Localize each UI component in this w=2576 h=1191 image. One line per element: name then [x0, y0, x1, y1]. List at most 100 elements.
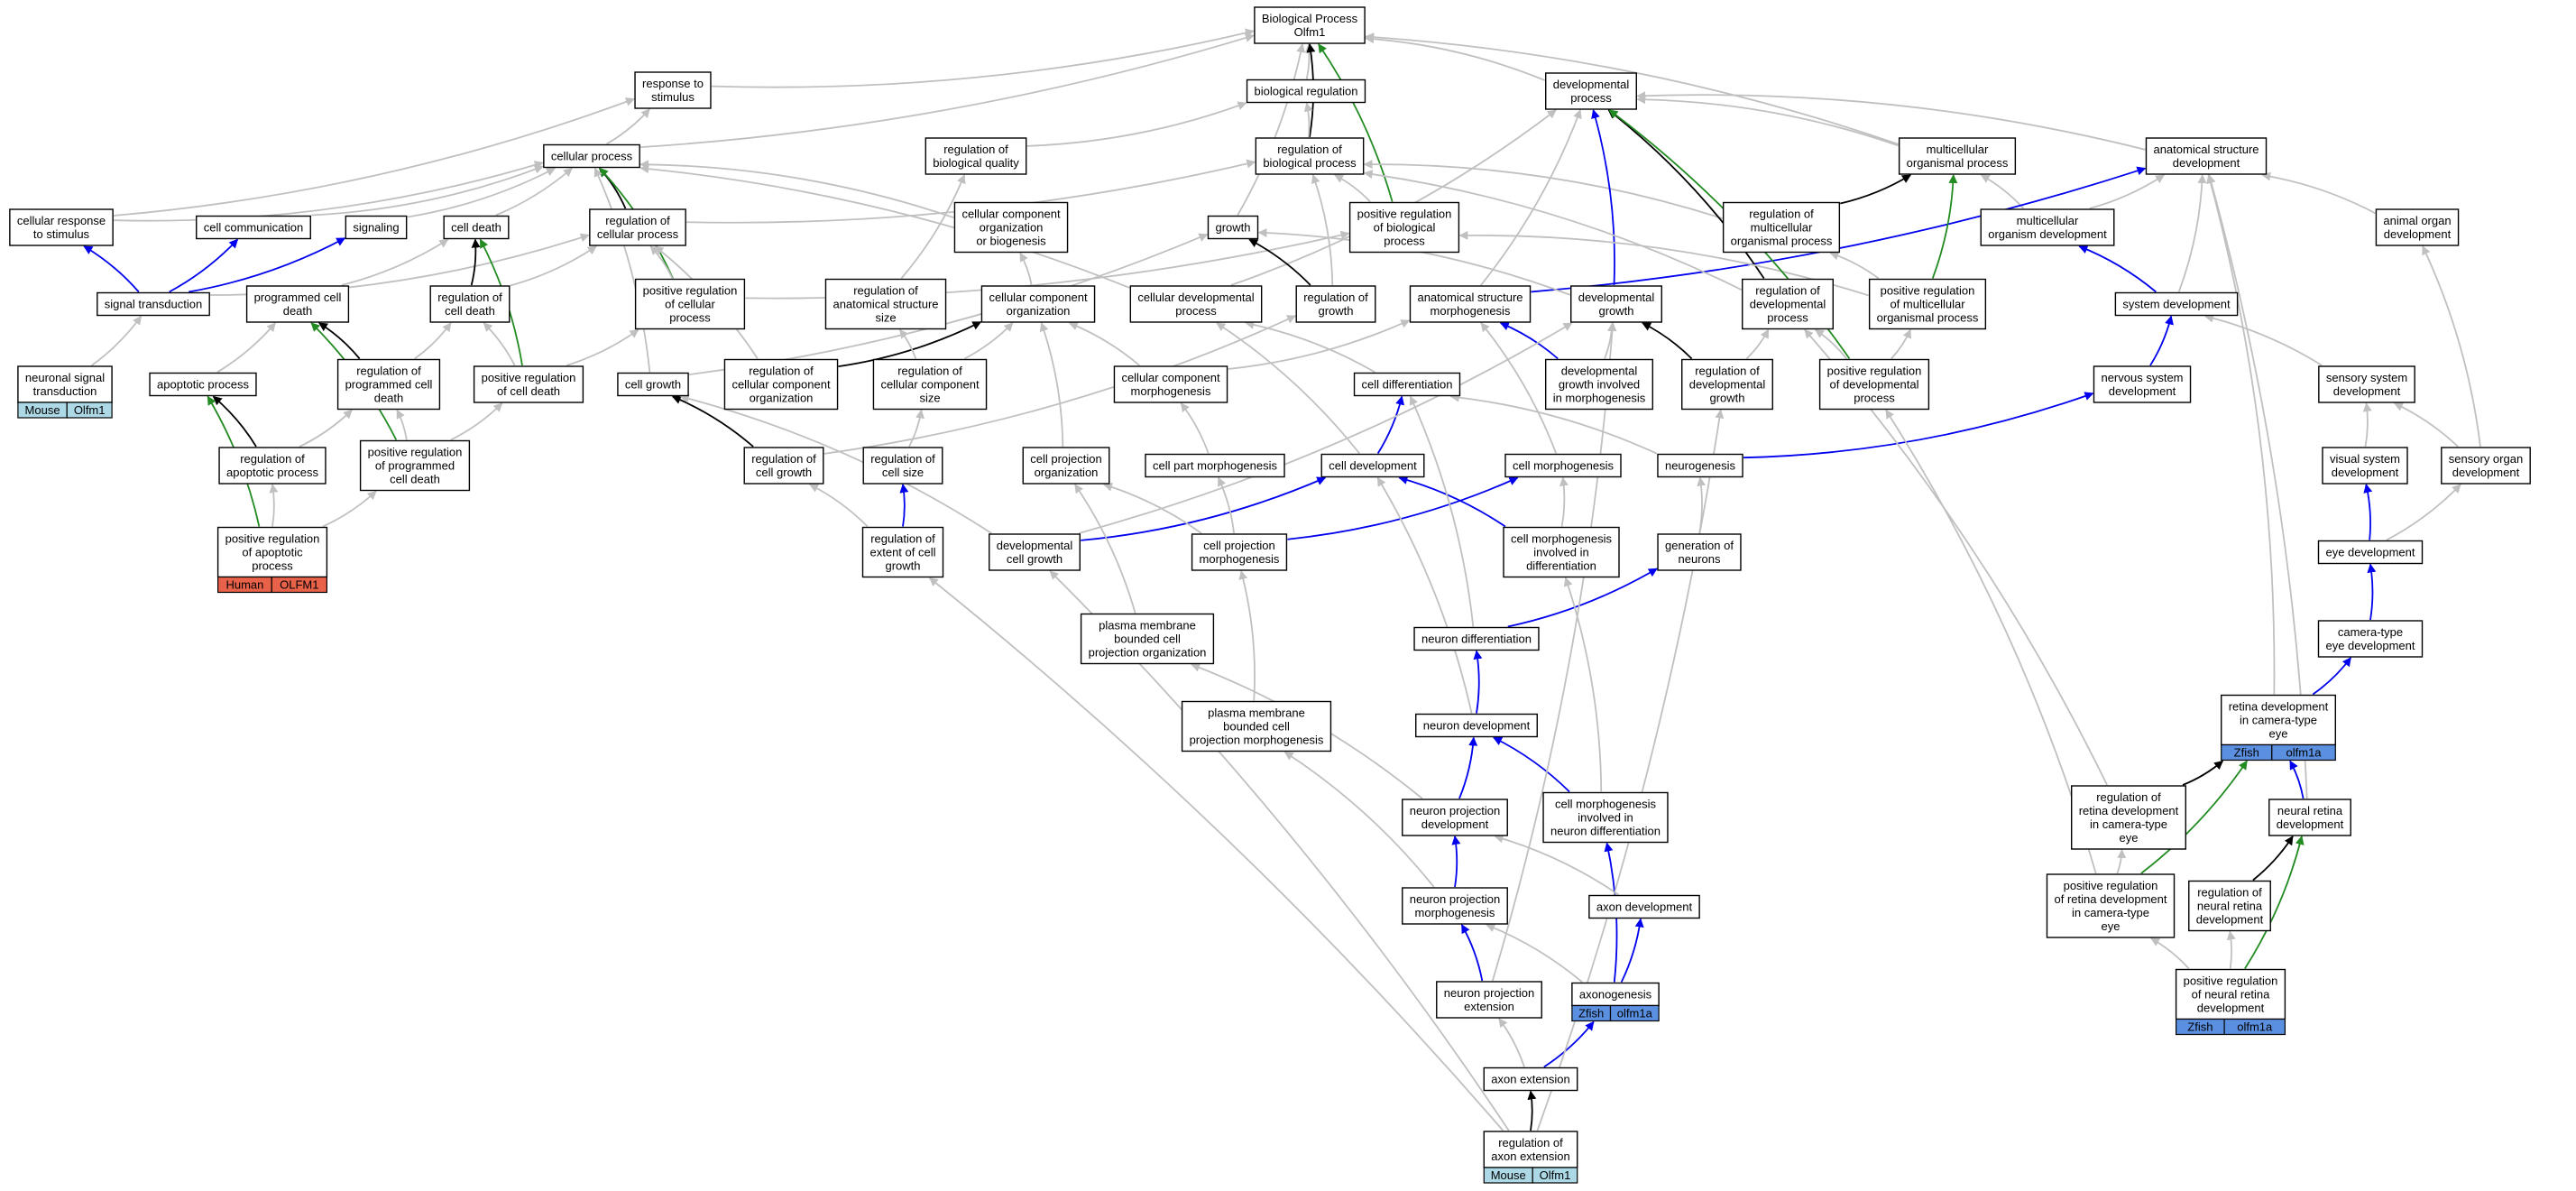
- go-term-neurdiff[interactable]: neuron differentiation: [1413, 626, 1540, 651]
- relation-edge: [1363, 160, 1723, 219]
- go-term-neurdev[interactable]: neuron development: [1415, 713, 1538, 738]
- go-term-cellmorph[interactable]: cell morphogenesis: [1504, 453, 1622, 478]
- go-term-signaling[interactable]: signaling: [345, 215, 408, 240]
- go-term-biolreg[interactable]: biological regulation: [1246, 78, 1366, 104]
- term-label-line: eye development: [2325, 546, 2415, 559]
- relation-edge: [2078, 245, 2157, 293]
- go-term-axondev[interactable]: axon development: [1588, 894, 1700, 919]
- go-term-cpm[interactable]: cell part morphogenesis: [1145, 453, 1285, 478]
- relation-edge: [2363, 484, 2373, 540]
- go-term-sigtrans[interactable]: signal transduction: [97, 291, 210, 317]
- term-box: [1681, 358, 1773, 411]
- term-box: [1246, 78, 1366, 104]
- term-label-line: cell projection: [1203, 539, 1275, 552]
- go-term-cellproc[interactable]: cellular process: [543, 143, 640, 169]
- term-label-line: anatomical structure: [1417, 291, 1523, 304]
- go-term-celldiff[interactable]: cell differentiation: [1353, 372, 1461, 397]
- relation-edge: [1318, 43, 1394, 202]
- term-label-line: cell differentiation: [1362, 378, 1453, 392]
- go-term-growth[interactable]: growth: [1207, 215, 1259, 240]
- go-term-cellcomm[interactable]: cell communication: [196, 215, 311, 240]
- go-term-celldev[interactable]: cell development: [1320, 453, 1425, 478]
- term-label-line: death: [374, 392, 404, 405]
- term-label-line: neuron differentiation: [1550, 825, 1661, 838]
- go-term-apop[interactable]: apoptotic process: [149, 372, 257, 397]
- go-term-cellgrowth[interactable]: cell growth: [617, 372, 689, 397]
- term-box: [473, 365, 584, 403]
- term-label-line: of biological: [1374, 221, 1436, 235]
- go-term-axonext[interactable]: axon extension: [1483, 1066, 1578, 1092]
- go-term-sysdev[interactable]: system development: [2114, 291, 2239, 317]
- go-term-neurogen[interactable]: neurogenesis: [1657, 453, 1743, 478]
- term-label-line: differentiation: [1526, 559, 1596, 573]
- relation-edge: [1287, 476, 1519, 540]
- go-term-eyedev[interactable]: eye development: [2317, 540, 2424, 565]
- go-term-celldeath[interactable]: cell death: [443, 215, 510, 240]
